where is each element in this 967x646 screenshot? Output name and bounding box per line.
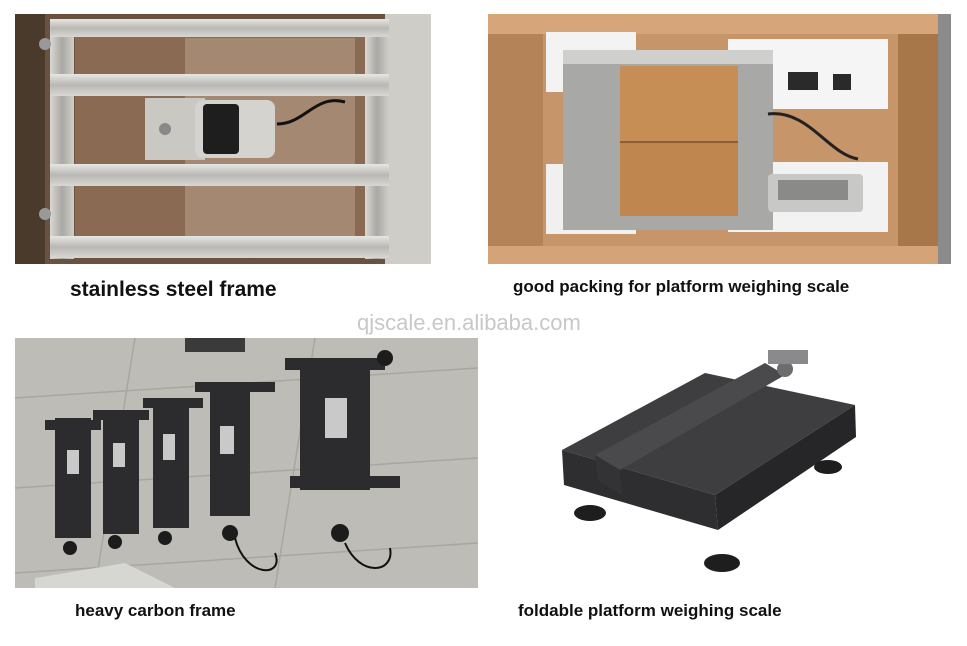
caption-heavy-carbon-frame: heavy carbon frame bbox=[75, 601, 236, 620]
carbon-frames-photo bbox=[15, 338, 478, 588]
watermark-text: qjscale.en.alibaba.com bbox=[357, 310, 581, 335]
packing-box-photo bbox=[488, 14, 951, 264]
stainless-steel-frame-photo bbox=[15, 14, 431, 264]
caption-good-packing: good packing for platform weighing scale bbox=[513, 277, 850, 296]
foldable-platform-scale-photo bbox=[540, 345, 870, 580]
caption-stainless-steel-frame: stainless steel frame bbox=[70, 278, 277, 301]
caption-foldable-platform-scale: foldable platform weighing scale bbox=[518, 601, 782, 620]
